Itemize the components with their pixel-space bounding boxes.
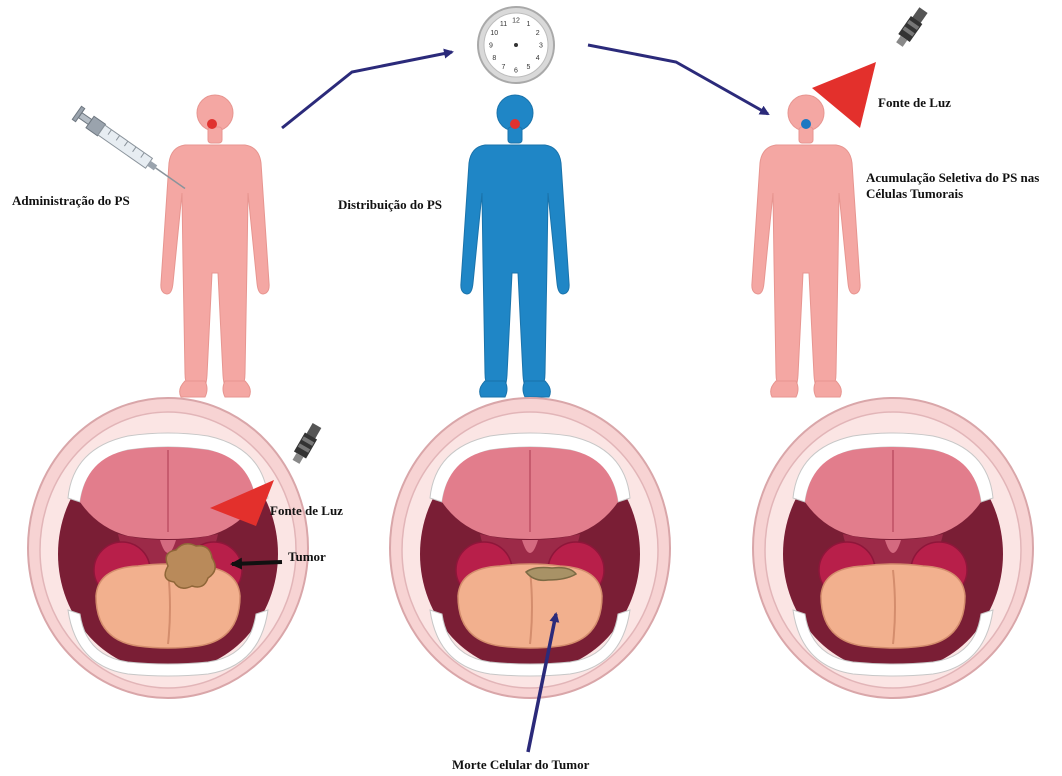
clock-number: 5: [527, 64, 531, 71]
label-accumulation-line1: Acumulação Seletiva do PS nas: [866, 170, 1039, 186]
mouth-illustration-3: [753, 398, 1033, 698]
clock-number: 12: [512, 18, 520, 25]
light-pen-icon: [894, 6, 930, 48]
label-distribution: Distribuição do PS: [338, 197, 442, 213]
light-pen-mouth-icon: [290, 422, 323, 465]
red-dot-distribution: [510, 119, 520, 129]
red-dot-administration: [207, 119, 217, 129]
label-administration: Administração do PS: [12, 193, 130, 209]
label-light-source-top: Fonte de Luz: [878, 95, 951, 111]
clock-number: 8: [492, 55, 496, 62]
clock-number: 1: [527, 21, 531, 28]
mouth-illustration-1: [28, 398, 308, 698]
clock-number: 4: [536, 55, 540, 62]
label-light-source-mouth: Fonte de Luz: [270, 503, 343, 519]
clock-number: 2: [536, 30, 540, 37]
arrow-from-clock: [588, 45, 768, 114]
mouth-illustration-2: [390, 398, 670, 698]
arrow-to-clock: [282, 52, 452, 128]
blue-dot-accumulation: [801, 119, 811, 129]
clock-number: 6: [514, 68, 518, 75]
human-figure-administration: [161, 95, 269, 397]
label-cell-death: Morte Celular do Tumor: [452, 757, 589, 773]
clock-number: 7: [502, 64, 506, 71]
clock-number: 10: [490, 30, 498, 37]
label-tumor: Tumor: [288, 549, 326, 565]
human-figure-distribution: [461, 95, 569, 397]
human-figure-accumulation: [752, 95, 860, 397]
tumor-arrow: [232, 562, 282, 564]
clock-number: 3: [539, 43, 543, 50]
clock-number: 11: [500, 21, 507, 28]
label-accumulation-line2: Células Tumorais: [866, 186, 963, 202]
clock-number: 9: [489, 43, 493, 50]
